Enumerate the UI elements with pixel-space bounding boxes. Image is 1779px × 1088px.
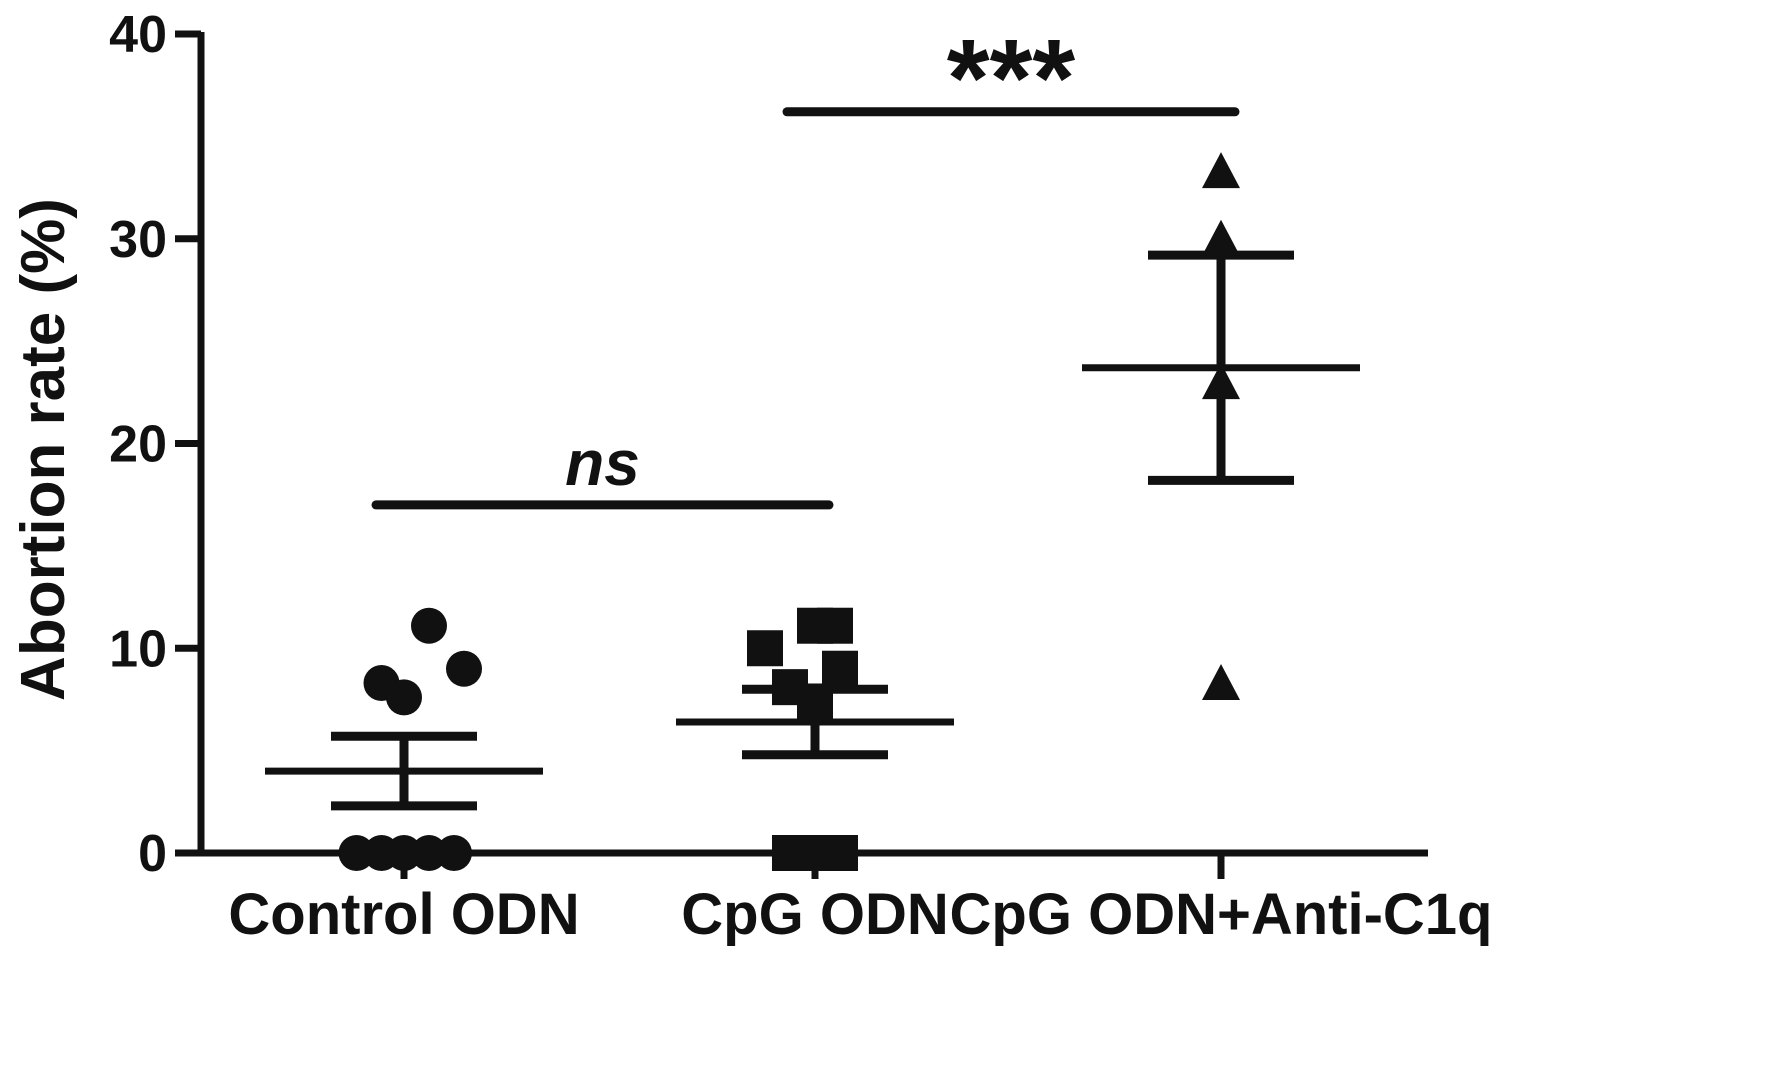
- data-point-circle: [411, 607, 447, 644]
- data-point-circle: [338, 835, 375, 871]
- data-point-circle: [436, 835, 472, 871]
- x-category-label: CpG ODN+Anti-C1q: [950, 882, 1493, 947]
- data-point-square: [797, 683, 833, 720]
- x-category-label: CpG ODN: [681, 882, 948, 947]
- x-category-label: Control ODN: [228, 882, 579, 947]
- data-point-square: [822, 835, 858, 871]
- data-point-triangle: [1202, 219, 1240, 256]
- significance-annotations: ns ***: [371, 17, 1240, 510]
- data-point-triangle: [1202, 664, 1240, 701]
- series-3: [1082, 152, 1360, 701]
- data-point-circle: [446, 650, 482, 687]
- data-point-circle: [411, 835, 447, 871]
- data-point-square: [747, 630, 783, 667]
- data-point-square: [817, 607, 853, 644]
- data-point-square: [822, 650, 858, 687]
- series-1: [265, 607, 543, 871]
- data-point-triangle: [1202, 363, 1240, 400]
- significance-label: ns: [565, 427, 640, 499]
- y-tick-label: 30: [109, 211, 167, 269]
- y-tick-label: 20: [109, 416, 167, 474]
- y-tick-label: 40: [109, 6, 167, 64]
- data-point-circle: [386, 835, 422, 871]
- significance-label: ***: [947, 17, 1076, 140]
- series-2: [676, 607, 954, 871]
- y-tick-label: 10: [109, 620, 167, 678]
- y-axis-title: Abortion rate (%): [9, 198, 78, 701]
- y-tick-label: 0: [138, 825, 167, 883]
- data-point-triangle: [1202, 152, 1240, 189]
- data-point-circle: [386, 679, 422, 716]
